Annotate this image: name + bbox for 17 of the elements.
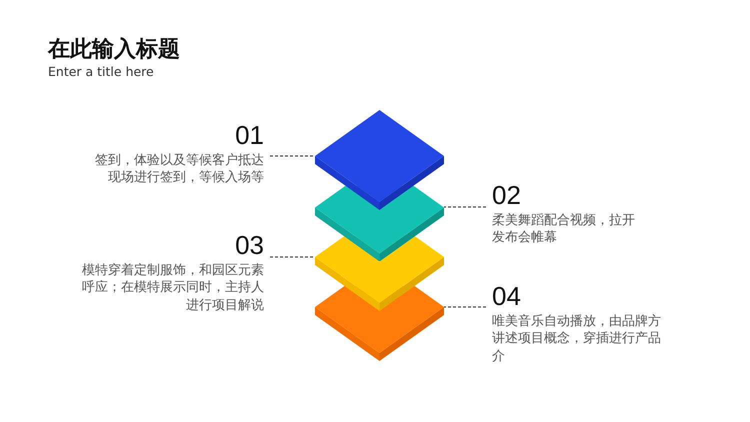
diamond-tile: [315, 286, 444, 361]
diamond-tile: [315, 186, 444, 261]
step-number: 02: [492, 178, 521, 212]
step-description: 模特穿着定制服饰，和园区元素呼应；在模特展示同时，主持人进行项目解说: [81, 262, 264, 314]
step-number: 04: [492, 280, 521, 312]
diamond-tile: [315, 236, 444, 311]
subtitle: Enter a title here: [48, 64, 154, 80]
step-description: 柔美舞蹈配合视频，拉开发布会帷幕: [492, 212, 636, 246]
step-description: 唯美音乐自动播放，由品牌方讲述项目概念，穿插进行产品介: [492, 312, 662, 365]
step-description: 签到，体验以及等候客户抵达现场进行签到，等候入场等: [94, 152, 264, 186]
diamond-tile: [315, 110, 444, 210]
step-number: 01: [235, 118, 264, 152]
title: 在此输入标题: [48, 37, 180, 63]
step-number: 03: [235, 228, 264, 262]
leader-line: [444, 206, 486, 208]
leader-line: [270, 256, 316, 258]
leader-line: [444, 306, 486, 308]
